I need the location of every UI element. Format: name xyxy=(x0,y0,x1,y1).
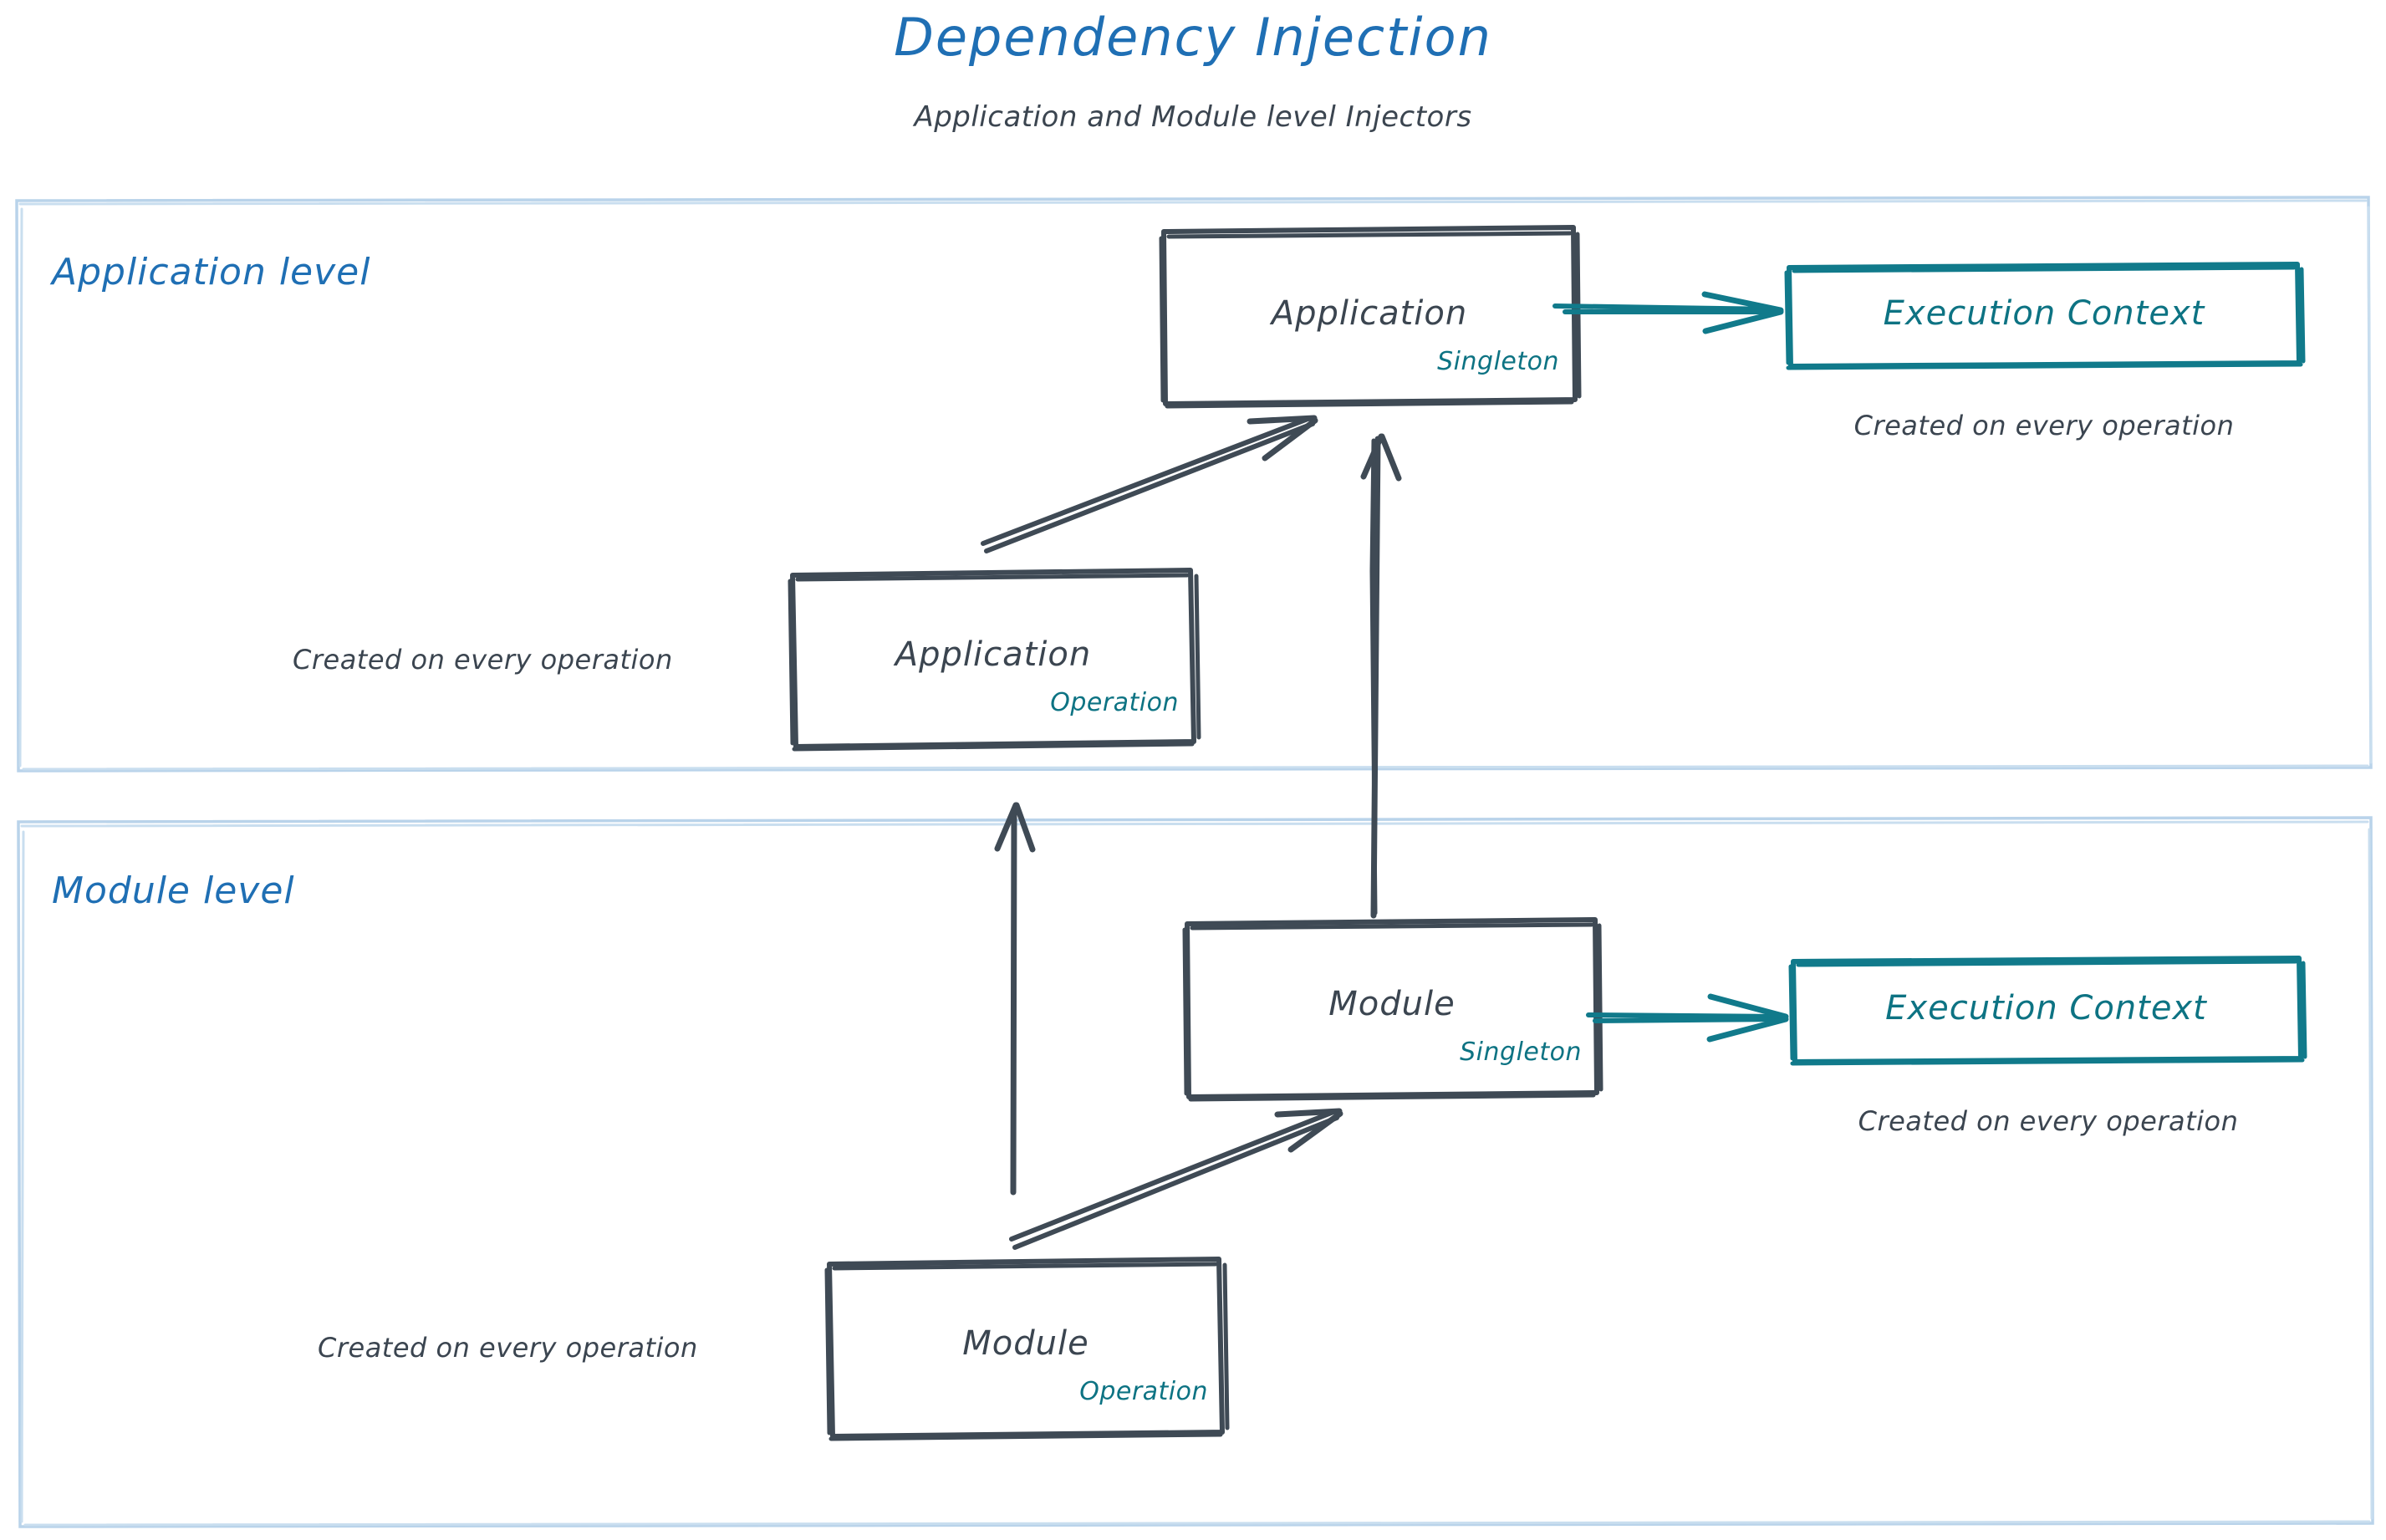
node-box-application-singleton[interactable] xyxy=(1159,225,1582,409)
node-label-module-singleton-scope: Singleton xyxy=(1460,1038,1582,1067)
arrow-module-singleton-to-exec-context xyxy=(1586,993,1789,1043)
page-subtitle: Application and Module level Injectors xyxy=(914,100,1472,134)
node-box-execution-context-application[interactable] xyxy=(1784,262,2306,370)
node-box-module-singleton[interactable] xyxy=(1182,917,1603,1102)
caption-application-operation: Created on every operation xyxy=(293,644,673,676)
node-label-module-operation-title: Module xyxy=(962,1324,1089,1363)
caption-execution-context-module: Created on every operation xyxy=(1858,1105,2239,1137)
arrow-module-operation-to-module-singleton xyxy=(1009,1108,1343,1250)
node-label-module-singleton-title: Module xyxy=(1328,985,1456,1023)
arrow-app-operation-to-app-singleton xyxy=(981,415,1318,553)
node-box-application-operation[interactable] xyxy=(788,568,1201,752)
arrow-module-singleton-to-app-singleton xyxy=(1360,433,1402,919)
page-title: Dependency Injection xyxy=(894,7,1492,68)
arrow-module-operation-to-application-level xyxy=(994,802,1036,1196)
arrow-app-singleton-to-exec-context xyxy=(1552,291,1784,334)
node-label-application-operation-scope: Operation xyxy=(1050,688,1179,717)
caption-execution-context-application: Created on every operation xyxy=(1853,410,2235,441)
node-label-application-singleton-title: Application xyxy=(1271,294,1468,333)
zone-application-level xyxy=(15,196,2373,773)
caption-module-operation: Created on every operation xyxy=(318,1332,698,1364)
node-label-execution-context-application: Execution Context xyxy=(1883,294,2205,333)
node-label-application-singleton-scope: Singleton xyxy=(1437,347,1559,376)
zone-module-level xyxy=(17,816,2374,1528)
node-label-execution-context-module: Execution Context xyxy=(1885,989,2207,1028)
node-box-module-operation[interactable] xyxy=(824,1257,1230,1441)
node-box-execution-context-module[interactable] xyxy=(1788,956,2307,1066)
node-label-application-operation-title: Application xyxy=(895,635,1092,674)
zone-label-module-level: Module level xyxy=(52,869,295,912)
node-label-module-operation-scope: Operation xyxy=(1079,1377,1208,1406)
zone-label-application-level: Application level xyxy=(52,251,371,293)
